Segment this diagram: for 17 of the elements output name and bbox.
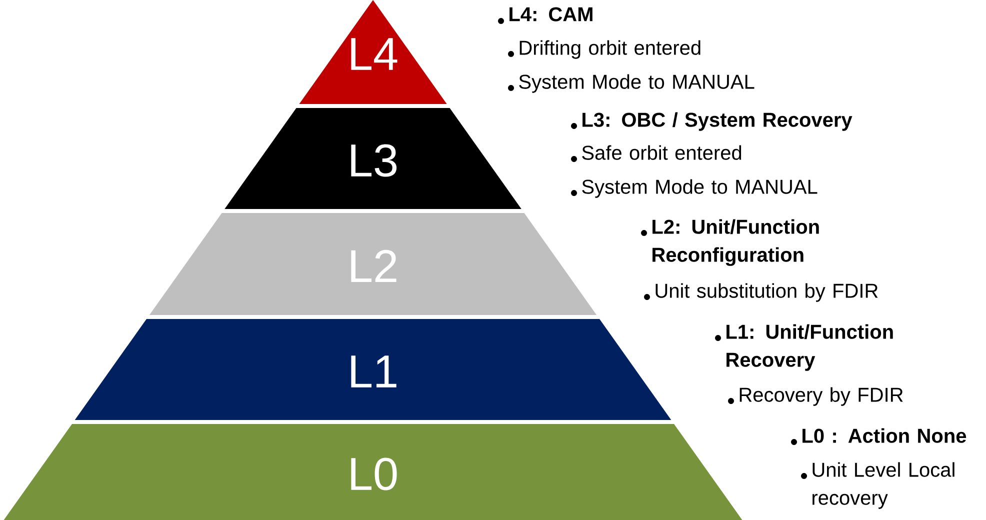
bullet-heading: L4: CAM [510,7,592,22]
pyramid-band: L2 [149,213,597,315]
bullet-text: Drifting orbit entered [520,40,700,59]
bullet-text: Unit Level Local recovery [812,462,954,509]
pyramid-band: L4 [299,0,447,104]
bullet-text: Recovery by FDIR [740,387,903,406]
bullet-text: System Mode to MANUAL [519,74,754,93]
bullet-text: System Mode to MANUAL [582,179,818,198]
bullet-heading: L3: OBC / System Recovery [582,112,852,131]
bullet-text: Safe orbit entered [582,145,742,160]
pyramid-band: L0 [4,424,742,520]
bullet-text: Unit substitution by FDIR [656,283,878,302]
bullet-heading: L1: Unit/Function Recovery [726,324,893,371]
bullet-heading: L0 : Action None [802,428,966,443]
bullet-heading: L2: Unit/Function Reconfiguration [652,219,819,266]
pyramid-band: L1 [74,319,672,420]
pyramid-band: L3 [224,108,522,209]
